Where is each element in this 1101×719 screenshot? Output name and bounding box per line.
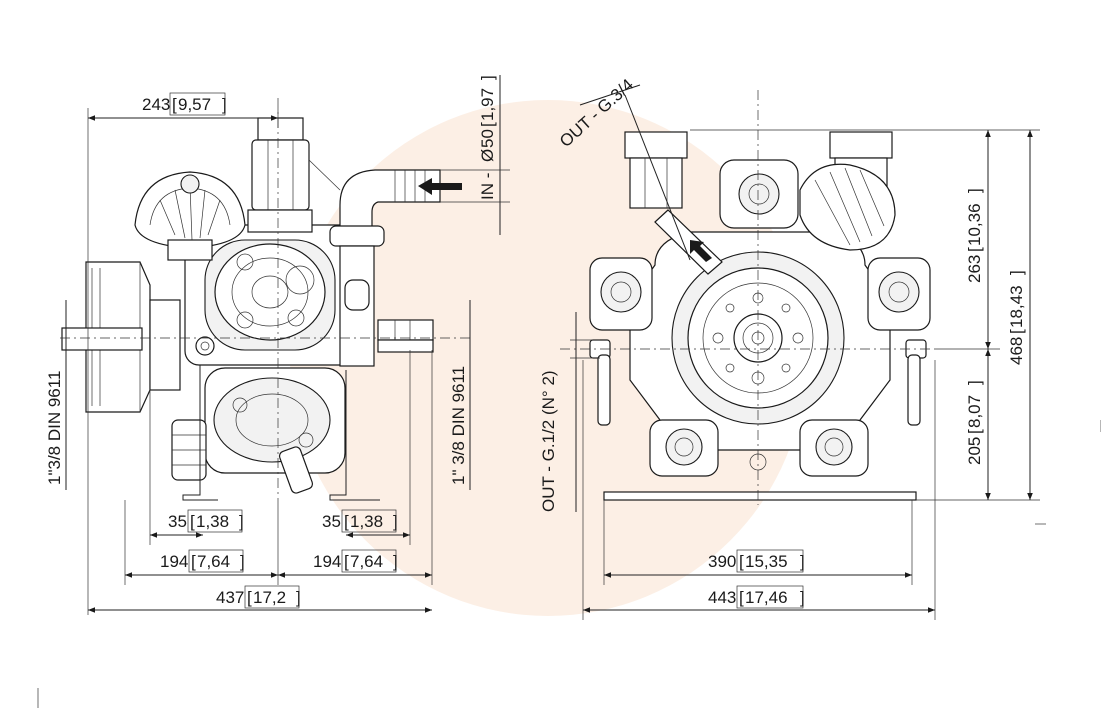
svg-text:[: [: [1007, 329, 1026, 334]
dim-443-inch: 17,46: [745, 588, 788, 607]
svg-text:[: [: [344, 552, 349, 571]
svg-text:[: [: [190, 512, 195, 531]
svg-text:[: [: [191, 552, 196, 571]
svg-text:]: ]: [965, 380, 984, 385]
dim-inlet-50: 50: [478, 129, 497, 148]
dim-205-inch: 8,07: [965, 395, 984, 428]
dim-468: 468: [1007, 337, 1026, 365]
svg-text:[: [: [965, 429, 984, 434]
dim-390: 390: [708, 552, 736, 571]
svg-text:[: [: [172, 95, 177, 114]
valve-head-left: [589, 257, 653, 331]
dim-243-inch: 9,57: [178, 95, 211, 114]
valve-head-top: [719, 159, 799, 229]
top-outlet-fitting: [247, 117, 341, 233]
arrow-up-icon: [690, 240, 712, 262]
side-view-pump: [61, 117, 441, 501]
svg-text:]: ]: [239, 512, 244, 531]
dim-inlet-50-inch: 1,97: [478, 88, 497, 121]
centre-lines: [60, 90, 935, 505]
svg-text:]: ]: [393, 552, 398, 571]
dim-468-inch: 18,43: [1007, 285, 1026, 328]
svg-text:[: [: [739, 588, 744, 607]
svg-text:[: [: [965, 247, 984, 252]
dim-205: 205: [965, 437, 984, 465]
dim-194-left: 194: [160, 552, 188, 571]
inlet-label: IN -: [478, 173, 497, 200]
shaft-label-left: 1"3/8 DIN 9611: [45, 371, 64, 485]
dim-35-right: 35: [322, 512, 341, 531]
svg-text:]: ]: [800, 588, 805, 607]
dim-390-inch: 15,35: [745, 552, 788, 571]
svg-text:]: ]: [1007, 270, 1026, 275]
dim-35-left-inch: 1,38: [196, 512, 229, 531]
diameter-symbol: Ø: [478, 149, 497, 162]
dim-35-right-inch: 1,38: [350, 512, 383, 531]
dim-194-left-inch: 7,64: [197, 552, 230, 571]
svg-text:[: [: [739, 552, 744, 571]
svg-text:]: ]: [965, 188, 984, 193]
dim-443: 443: [708, 588, 736, 607]
regulator-knob: [134, 171, 246, 261]
dim-194-right-inch: 7,64: [350, 552, 383, 571]
dimension-lines: [37, 75, 1101, 708]
dim-437: 437: [216, 588, 244, 607]
dim-35-left: 35: [168, 512, 187, 531]
svg-text:]: ]: [296, 588, 301, 607]
dim-263: 263: [965, 255, 984, 283]
inch-brackets: [169, 92, 804, 609]
svg-text:]: ]: [800, 552, 805, 571]
dim-437-inch: 17,2: [253, 588, 286, 607]
svg-text:[: [: [344, 512, 349, 531]
shaft-label-right: 1" 3/8 DIN 9611: [449, 366, 468, 485]
dim-243: 243: [142, 95, 170, 114]
dim-194-right: 194: [313, 552, 341, 571]
svg-text:]: ]: [240, 552, 245, 571]
svg-text:]: ]: [222, 95, 227, 114]
arrow-left-icon: [418, 178, 462, 195]
svg-text:]: ]: [393, 512, 398, 531]
valve-head-bottom-right: [799, 419, 869, 477]
svg-text:[: [: [247, 588, 252, 607]
svg-text:[: [: [478, 122, 497, 127]
outlet-side-label: OUT - G.1/2 (N° 2): [539, 370, 558, 512]
valve-head-right: [867, 257, 931, 331]
svg-text:]: ]: [478, 75, 497, 80]
front-view-pump: [589, 131, 931, 501]
dim-263-inch: 10,36: [965, 203, 984, 246]
valve-head-bottom-left: [649, 419, 719, 477]
inlet-elbow: [329, 169, 441, 367]
